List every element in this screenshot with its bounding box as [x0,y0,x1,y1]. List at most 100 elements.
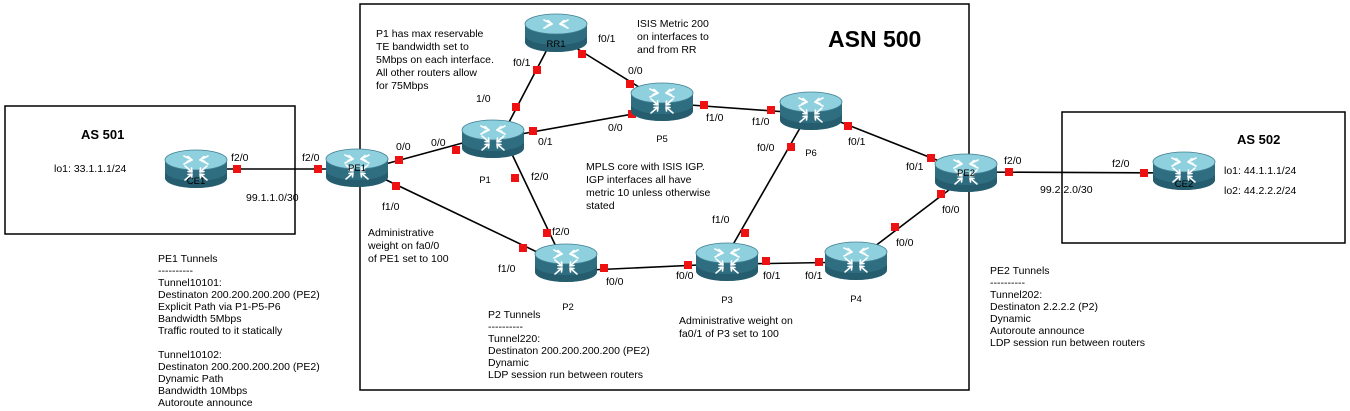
port-p1-00 [452,146,460,154]
pe1-tunnel2-line: Tunnel10102: [158,349,222,361]
note-admin-weight-pe1-line: of PE1 set to 100 [368,253,449,265]
port-p5-00-top [626,80,634,88]
port-pe2-f20 [1005,168,1013,176]
note-admin-weight-p3: Administrative weight on fa0/1 of P3 set… [679,315,796,340]
pe1-tunnels-block: PE1 Tunnels ---------- Tunnel10101: Dest… [158,253,323,409]
pe1-tunnels-heading: PE1 Tunnels [158,253,218,265]
if-p3-f00: f0/0 [676,270,694,282]
port-p1-f20 [511,174,519,182]
p2-tunnels-block: P2 Tunnels ---------- Tunnel220: Destina… [488,309,653,381]
ce2-loopback1: lo1: 44.1.1.1/24 [1224,165,1297,177]
router-p1-name: P1 [479,175,491,186]
as501-box [4,105,296,235]
port-pe1-f20 [314,165,322,173]
note-admin-weight-p3-line: fa0/1 of P3 set to 100 [679,328,779,340]
router-p2-name: P2 [562,302,574,313]
router-p6-name: P6 [805,148,817,159]
pe2-tunnels-block: PE2 Tunnels ---------- Tunnel202: Destin… [990,265,1145,349]
if-pe1-f10: f1/0 [382,201,400,213]
router-p3[interactable]: P3 [695,242,759,306]
if-p6-f01: f0/1 [848,136,866,148]
pe2-tunnels-heading: PE2 Tunnels [990,265,1050,277]
router-p2[interactable]: P2 [534,243,598,313]
port-p6-f00 [787,143,795,151]
p2-tunnels-heading: P2 Tunnels [488,309,541,321]
port-rr1-f01-left [533,66,541,74]
as502-label: AS 502 [1237,132,1280,147]
pe1-tunnel1-line: Bandwidth 5Mbps [158,313,241,325]
router-pe1[interactable]: PE1 [325,148,389,188]
port-p4-f01 [815,258,823,266]
pe2-tunnel-line: Tunnel202: [990,289,1042,301]
router-ce2[interactable]: CE2 [1152,151,1216,191]
router-p4[interactable]: P4 [824,241,888,305]
router-rr1[interactable]: RR1 [524,13,588,53]
pe2-tunnel-line: LDP session run between routers [990,337,1145,349]
note-mpls-core: MPLS core with ISIS IGP. IGP interfaces … [586,161,713,212]
p2-tunnel-line: Dynamic [488,357,529,369]
router-pe2-name: PE2 [957,168,975,179]
if-p1-10: 1/0 [476,93,491,105]
interface-labels: f2/0 f2/0 0/0 f1/0 0/0 1/0 0/1 f2/0 f0/1… [231,33,1130,288]
router-p5-name: P5 [656,134,668,145]
if-ce1-f20: f2/0 [231,152,249,164]
link-pe1-p1 [377,140,471,167]
router-pe2[interactable]: PE2 [934,153,998,193]
pe1-tunnel2-line: Dynamic Path [158,373,224,385]
router-ce1[interactable]: CE1 [164,149,228,189]
p2-tunnel-line: Tunnel220: [488,333,540,345]
as502-box [1061,111,1346,244]
router-p5[interactable]: P5 [630,82,694,145]
pe1-tunnel2-line: Bandwidth 10Mbps [158,385,247,397]
port-p6-f01 [844,122,852,130]
port-p2-f00 [600,264,608,272]
note-isis-metric-line: ISIS Metric 200 [637,18,709,30]
ce1-loopback: lo1: 33.1.1.1/24 [54,163,127,175]
ce2-loopback2: lo2: 44.2.2.2/24 [1224,185,1297,197]
router-p4-name: P4 [850,294,862,305]
if-p6-f10: f1/0 [752,116,770,128]
pe1-tunnel2-line: Destinaton 200.200.200.200 (PE2) [158,361,320,373]
if-p6-f00: f0/0 [757,142,775,154]
note-p1-bandwidth-line: All other routers allow [376,67,477,79]
note-isis-metric-line: and from RR [637,44,697,56]
if-pe2-f20: f2/0 [1004,155,1022,167]
port-pe1-f10 [392,182,400,190]
if-p1-f20: f2/0 [531,171,549,183]
if-p3-f01: f0/1 [763,270,781,282]
p2-tunnels-divider: ---------- [488,321,523,333]
note-admin-weight-pe1: Administrative weight on fa0/0 of PE1 se… [367,227,449,265]
if-pe1-f20: f2/0 [302,152,320,164]
router-ce2-name: CE2 [1175,179,1193,190]
as501-label: AS 501 [81,127,124,142]
pe1-tunnel2-line: Autoroute announce [158,397,253,409]
note-p1-bandwidth-line: P1 has max reservable [376,28,484,40]
router-rr1-name: RR1 [546,39,565,50]
if-p2-f00: f0/0 [606,276,624,288]
note-p1-bandwidth-line: 5Mbps on each interface. [376,54,494,66]
if-p3-f10: f1/0 [712,214,730,226]
pe1-tunnels-divider: ---------- [158,265,193,277]
router-pe1-name: PE1 [348,163,366,174]
router-p1[interactable]: P1 [461,119,525,186]
port-p1-01 [529,127,537,135]
note-mpls-core-line: metric 10 unless otherwise [586,187,710,199]
if-ce2-f20: f2/0 [1112,158,1130,170]
note-p1-bandwidth: P1 has max reservable TE bandwidth set t… [376,28,497,92]
note-p1-bandwidth-line: TE bandwidth set to [376,41,469,53]
note-admin-weight-p3-line: Administrative weight on [679,315,793,327]
pe2-ce2-subnet: 99.2.2.0/30 [1040,184,1093,196]
port-rr1-f01-right [578,50,586,58]
pe2-tunnels-divider: ---------- [990,277,1025,289]
pe1-tunnel1-line: Traffic routed to it statically [158,325,283,337]
router-p6[interactable]: P6 [779,91,843,159]
if-p1-00: 0/0 [431,137,446,149]
pe2-tunnel-line: Destinaton 2.2.2.2 (P2) [990,301,1098,313]
link-p1-p2 [509,149,561,256]
if-p5-00-left: 0/0 [608,122,623,134]
port-pe1-00 [395,156,403,164]
p2-tunnel-line: LDP session run between routers [488,369,643,381]
link-p4-pe2 [861,179,963,257]
note-mpls-core-line: stated [586,200,615,212]
pe2-tunnel-line: Dynamic [990,313,1031,325]
